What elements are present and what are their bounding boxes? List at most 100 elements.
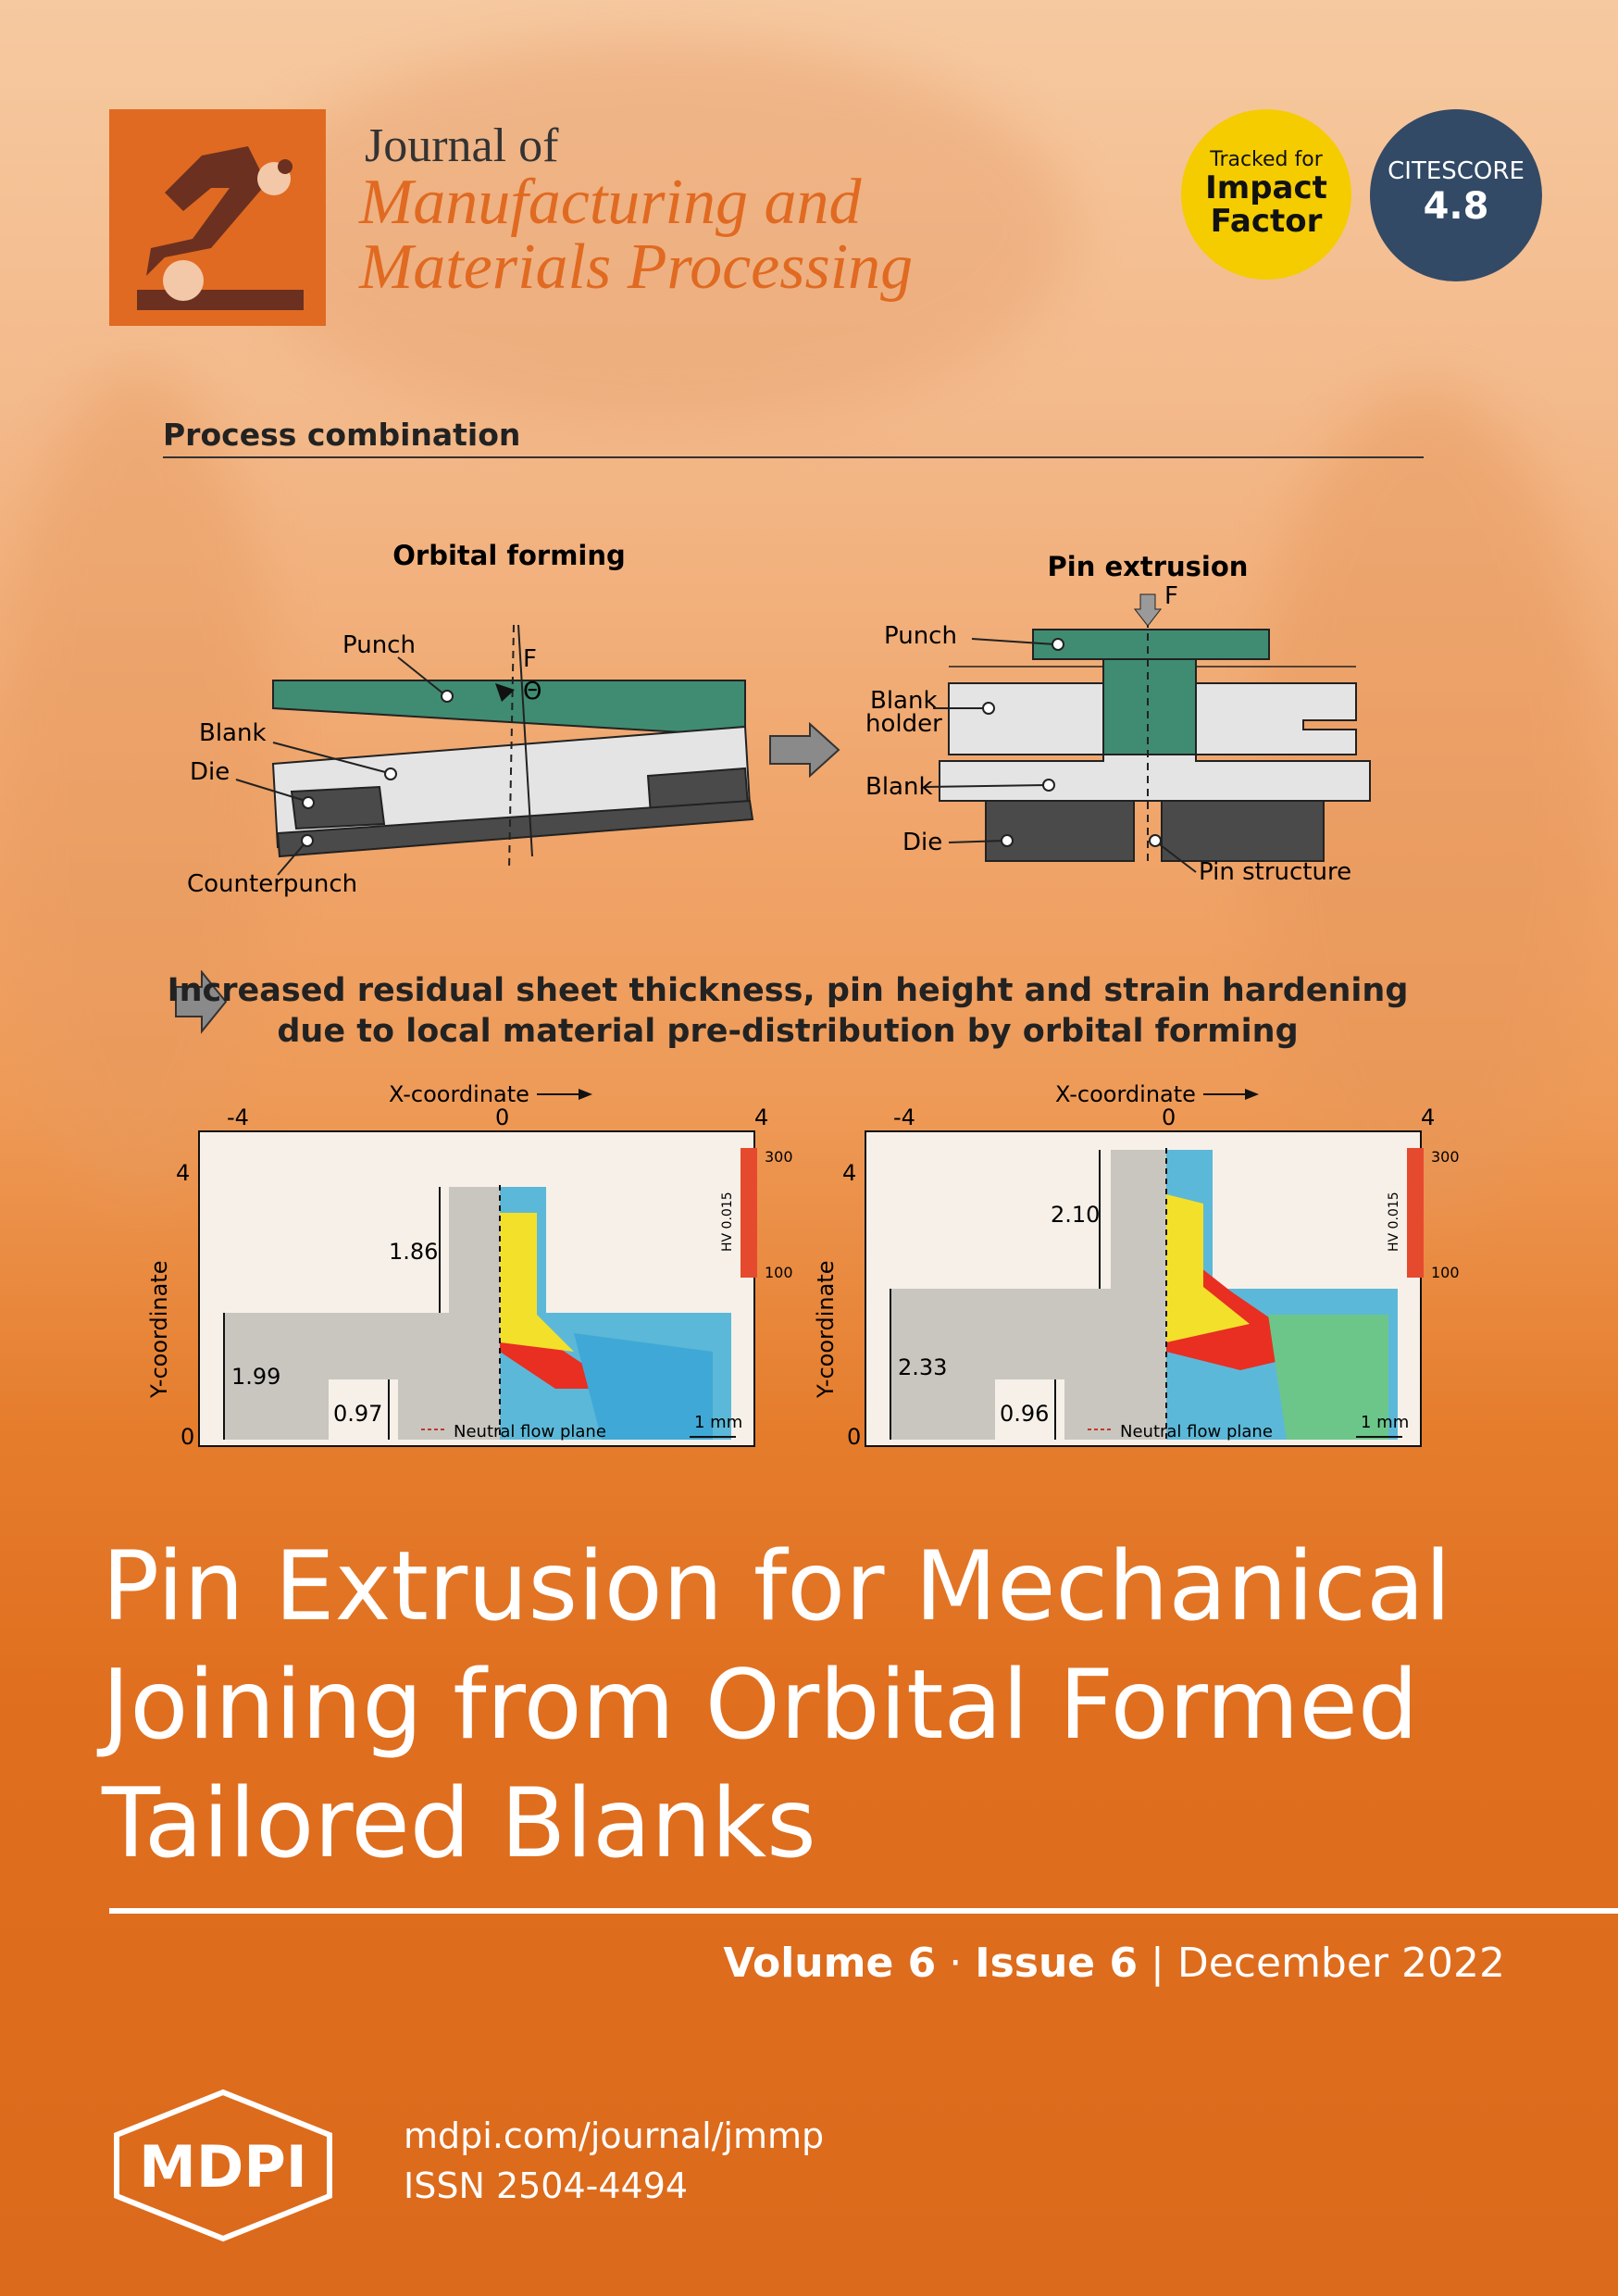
cbar-max: 300 [765, 1148, 793, 1166]
separator: · [936, 1940, 976, 1987]
pin-die-left [985, 800, 1135, 862]
scale-bar-label: 1 mm [1361, 1413, 1409, 1432]
dim-bottom: 0.97 [333, 1401, 382, 1427]
statement-arrow-icon [175, 970, 228, 1034]
impact-line2: Impact [1205, 169, 1327, 206]
blank-label: Blank [199, 719, 267, 747]
dim-sheet: 2.33 [898, 1354, 947, 1380]
journal-name: Manufacturing and Materials Processing [359, 170, 913, 300]
blank-holder-right [1195, 682, 1357, 755]
x-tick-0: 0 [1162, 1104, 1176, 1130]
neutral-flow-legend: Neutral flow plane [454, 1422, 606, 1441]
x-axis-label: X-coordinate [1055, 1081, 1196, 1107]
section-title: Process combination [163, 417, 521, 453]
citescore-value: 4.8 [1423, 185, 1489, 228]
y-tick-0: 0 [180, 1424, 194, 1450]
y-axis-label: Y-coordinate [146, 1261, 172, 1399]
pin-punch-label: Punch [884, 622, 957, 650]
pin-die-label: Die [902, 829, 942, 856]
x-tick-4: 4 [1421, 1104, 1435, 1130]
counterpunch-shape [276, 799, 754, 858]
pin-extrusion-title: Pin extrusion [1048, 551, 1249, 582]
dim-pin: 1.86 [389, 1239, 438, 1265]
dim-pin: 2.10 [1051, 1202, 1100, 1228]
statement-line2: due to local material pre-distribution b… [277, 1013, 1299, 1050]
background-blur [0, 370, 278, 1204]
axis-line [508, 624, 515, 871]
y-tick-4: 4 [842, 1160, 856, 1186]
separator: | [1138, 1940, 1177, 1987]
die-label: Die [190, 758, 230, 786]
force-label: F [523, 645, 537, 673]
journal-name-line2: Materials Processing [359, 231, 914, 303]
issue-info: Volume 6 · Issue 6 | December 2022 [723, 1940, 1505, 1987]
statement-line1: Increased residual sheet thickness, pin … [167, 972, 1409, 1009]
blank-holder-left [948, 682, 1104, 755]
y-tick-4: 4 [176, 1160, 190, 1186]
y-axis-label: Y-coordinate [813, 1261, 839, 1399]
cbar-label: HV 0.015 [1387, 1192, 1401, 1252]
pin-blank-shape [939, 754, 1371, 802]
process-arrow-icon [769, 722, 840, 778]
x-tick-neg4: -4 [227, 1104, 249, 1130]
blank-holder-label2: holder [865, 710, 942, 738]
issn: ISSN 2504-4494 [404, 2165, 689, 2206]
x-axis-label: X-coordinate [389, 1081, 529, 1107]
journal-logo [109, 109, 326, 326]
orbital-forming-title: Orbital forming [392, 540, 626, 571]
counterpunch-label: Counterpunch [187, 870, 357, 898]
cbar-label: HV 0.015 [720, 1192, 735, 1252]
citescore-label: CITESCORE [1388, 157, 1525, 185]
citescore-badge[interactable]: CITESCORE 4.8 [1370, 109, 1542, 281]
journal-name-line1: Manufacturing and [359, 167, 862, 238]
hardness-chart-left: X-coordinate -4 0 4 Y-coordinate 4 0 1.8… [146, 1081, 793, 1450]
cbar-min: 100 [765, 1264, 793, 1281]
pin-die-right [1161, 800, 1325, 862]
article-title: Pin Extrusion for Mechanical Joining fro… [102, 1528, 1546, 1883]
background-blur [241, 37, 1074, 426]
title-line1: Pin Extrusion for Mechanical [102, 1531, 1451, 1642]
cbar-max: 300 [1431, 1148, 1460, 1166]
scale-bar-label: 1 mm [694, 1413, 742, 1432]
impact-line1: Tracked for [1210, 148, 1323, 171]
colorbar [741, 1148, 757, 1278]
neutral-flow-legend: Neutral flow plane [1120, 1422, 1273, 1441]
journal-of: Journal of [365, 119, 559, 172]
pin-extrusion-diagram: Pin extrusion F Punch Blank holder Blank… [865, 551, 1371, 886]
blank-holder-label1: Blank [870, 687, 938, 715]
title-line2: Joining from Orbital Formed [102, 1650, 1419, 1761]
pin-structure-label: Pin structure [1199, 858, 1351, 886]
figure-statement: Increased residual sheet thickness, pin … [163, 970, 1413, 1052]
robot-arm-icon [137, 146, 304, 310]
issue-number: Issue 6 [975, 1940, 1139, 1987]
title-line3: Tailored Blanks [102, 1768, 816, 1879]
dim-sheet: 1.99 [231, 1364, 280, 1390]
impact-factor-badge[interactable]: Tracked for Impact Factor [1181, 109, 1351, 280]
die-shape [290, 785, 386, 830]
pin-force-label: F [1164, 582, 1178, 610]
punch-label: Punch [342, 631, 416, 659]
x-tick-4: 4 [754, 1104, 768, 1130]
section-rule [163, 456, 1424, 458]
y-tick-0: 0 [847, 1424, 861, 1450]
theta-label: Θ [523, 678, 541, 705]
mdpi-wordmark: MDPI [139, 2133, 307, 2201]
theta-marker [495, 683, 515, 702]
x-tick-neg4: -4 [893, 1104, 915, 1130]
issue-date: December 2022 [1176, 1940, 1505, 1987]
cbar-min: 100 [1431, 1264, 1460, 1281]
hexagon-icon [114, 2089, 332, 2242]
mdpi-logo: MDPI [114, 2089, 332, 2242]
x-tick-0: 0 [495, 1104, 509, 1130]
impact-line3: Factor [1210, 203, 1323, 240]
journal-url[interactable]: mdpi.com/journal/jmmp [404, 2115, 825, 2156]
volume: Volume 6 [723, 1940, 937, 1987]
colorbar [1407, 1148, 1424, 1278]
pin-blank-label: Blank [865, 773, 933, 801]
orbital-forming-diagram: Orbital forming F Θ Punch Blank Die Coun… [187, 540, 754, 898]
title-rule [109, 1908, 1618, 1914]
dim-bottom: 0.96 [1000, 1401, 1049, 1427]
pin-punch-shape [1102, 658, 1197, 767]
hardness-chart-right: X-coordinate -4 0 4 Y-coordinate 4 0 2.1… [813, 1081, 1460, 1450]
tilt-line [517, 624, 533, 857]
